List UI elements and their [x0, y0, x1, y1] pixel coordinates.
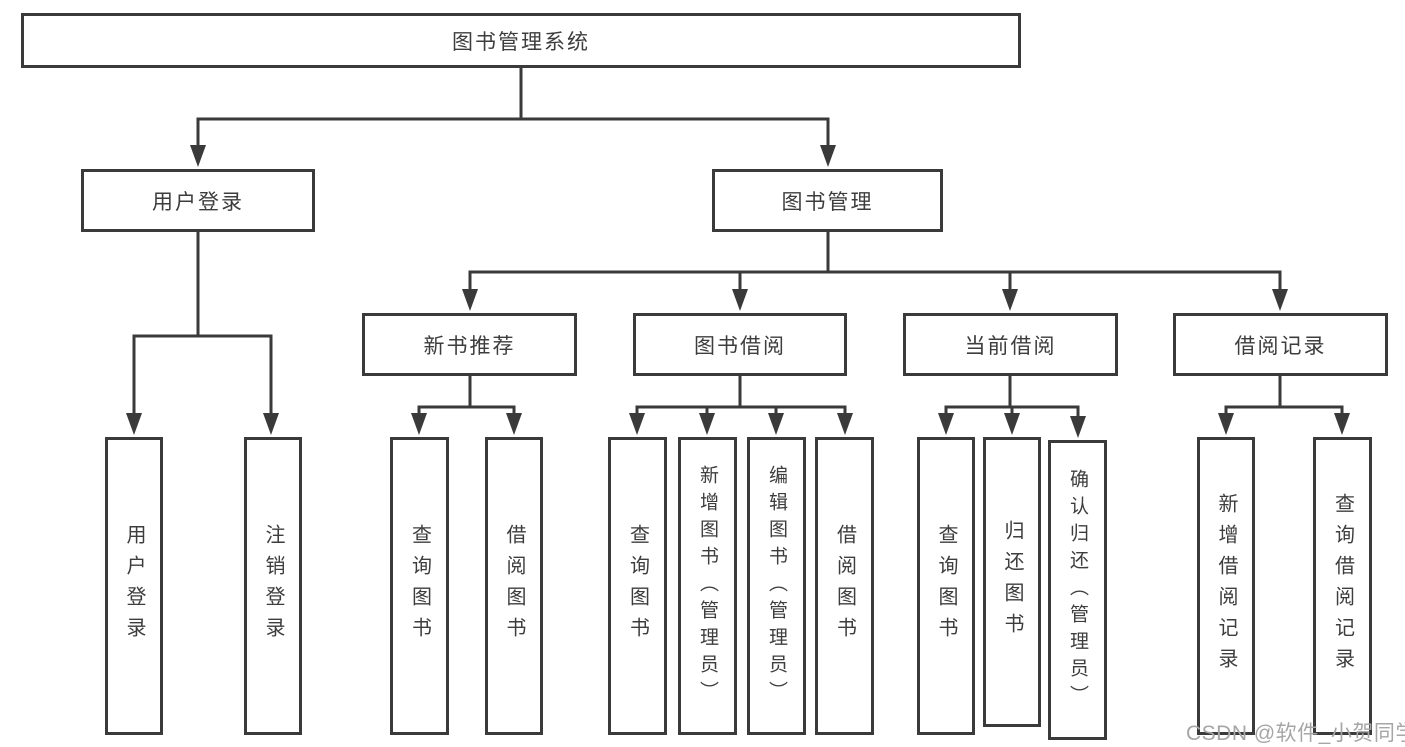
arrow-down-icon [506, 413, 522, 435]
leaf-current-return-books: 归还图书 [983, 437, 1041, 727]
arrow-down-icon [1070, 416, 1086, 438]
arrow-down-icon [1334, 413, 1350, 435]
leaf-newbook-query-books: 查询图书 [390, 437, 449, 735]
arrow-down-icon [837, 413, 853, 435]
arrow-down-icon [699, 413, 715, 435]
arrow-down-icon [938, 413, 954, 435]
leaf-user-login: 用户登录 [105, 437, 163, 735]
node-borrow-records: 借阅记录 [1173, 313, 1388, 376]
node-current-borrow: 当前借阅 [903, 313, 1118, 376]
node-root: 图书管理系统 [21, 13, 1021, 68]
arrow-down-icon [462, 289, 478, 311]
arrow-down-icon [629, 413, 645, 435]
leaf-borrow-add-books-admin: 新增图书（管理员） [678, 437, 737, 735]
arrow-down-icon [1002, 289, 1018, 311]
arrow-down-icon [1272, 289, 1288, 311]
node-user-login: 用户登录 [81, 169, 315, 232]
arrow-down-icon [1218, 413, 1234, 435]
leaf-current-query-books: 查询图书 [917, 437, 975, 735]
arrow-down-icon [1004, 413, 1020, 435]
arrow-down-icon [411, 413, 427, 435]
arrow-down-icon [732, 289, 748, 311]
leaf-newbook-borrow-books: 借阅图书 [485, 437, 543, 735]
arrowheads [126, 145, 1350, 438]
leaf-borrow-query-books: 查询图书 [608, 437, 667, 735]
leaf-logout: 注销登录 [244, 437, 302, 735]
arrow-down-icon [263, 413, 279, 435]
node-book-borrow: 图书借阅 [633, 313, 847, 376]
leaf-borrow-borrow-books: 借阅图书 [815, 437, 874, 735]
arrow-down-icon [190, 145, 206, 167]
csdn-watermark: CSDN @软件_小贺同学 [1186, 722, 1405, 745]
node-new-book-recommend: 新书推荐 [362, 313, 577, 376]
leaf-borrow-edit-books-admin: 编辑图书（管理员） [747, 437, 806, 735]
arrow-down-icon [126, 413, 142, 435]
arrow-down-icon [820, 145, 836, 167]
leaf-records-add-record: 新增借阅记录 [1197, 437, 1255, 735]
arrow-down-icon [768, 413, 784, 435]
leaf-records-query-record: 查询借阅记录 [1313, 437, 1372, 735]
node-book-management: 图书管理 [712, 169, 943, 232]
leaf-current-confirm-return-admin: 确认归还（管理员） [1048, 440, 1107, 740]
